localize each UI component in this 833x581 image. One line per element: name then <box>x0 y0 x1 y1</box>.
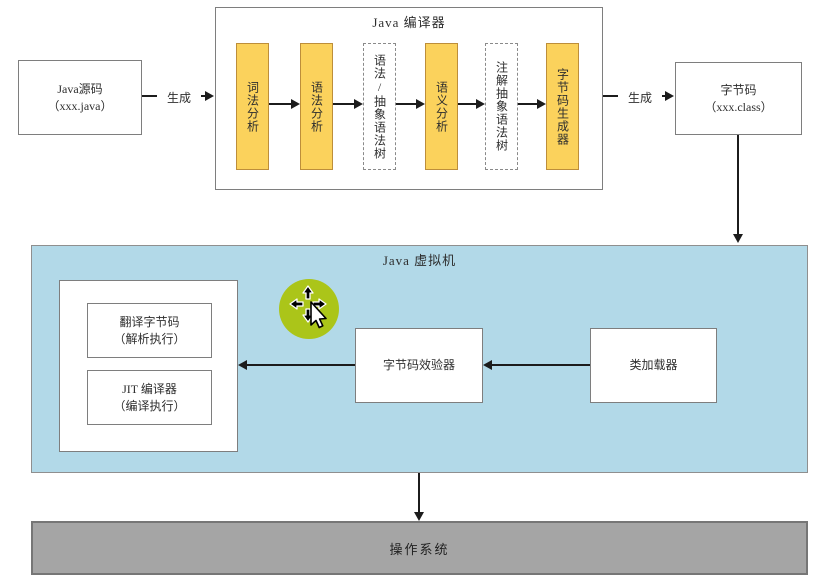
arrow-head-down-icon <box>414 512 424 521</box>
arrow-head-left-icon <box>238 360 247 370</box>
arrow-head-right-icon <box>354 99 363 109</box>
stage-lexical-analysis: 词法分析 <box>236 43 269 170</box>
operating-system-label: 操作系统 <box>389 541 450 557</box>
arrow-head-right-icon <box>205 91 214 101</box>
interpreter-box: 翻译字节码 （解析执行） <box>87 303 212 358</box>
arrow-line <box>333 103 354 105</box>
stage-abstract-syntax-tree: 语法/抽象语法树 <box>363 43 396 170</box>
arrow-line <box>492 364 590 366</box>
stage-syntax-analysis: 语法分析 <box>300 43 333 170</box>
java-compiler-title: Java 编译器 <box>372 15 446 30</box>
jit-compiler-box: JIT 编译器 （编译执行） <box>87 370 212 425</box>
arrow-line <box>247 364 355 366</box>
arrow-head-left-icon <box>483 360 492 370</box>
arrow-line <box>396 103 416 105</box>
stage-bytecode-generator: 字节码生成器 <box>546 43 579 170</box>
arrow-head-down-icon <box>733 234 743 243</box>
arrow-head-right-icon <box>416 99 425 109</box>
arrow-head-right-icon <box>537 99 546 109</box>
arrow-line <box>418 473 420 513</box>
arrow-head-right-icon <box>291 99 300 109</box>
stage-annotated-ast: 注解抽象语法树 <box>485 43 518 170</box>
java-compiler-frame <box>215 7 603 190</box>
arrow-line <box>458 103 476 105</box>
class-loader-box: 类加载器 <box>590 328 717 403</box>
interpreter-line2: （解析执行） <box>113 331 186 346</box>
arrow-line <box>518 103 537 105</box>
bytecode-verifier-box: 字节码效验器 <box>355 328 483 403</box>
arrow-head-right-icon <box>665 91 674 101</box>
move-cursor-icon <box>279 279 339 339</box>
arrow-line <box>269 103 291 105</box>
jvm-title: Java 虚拟机 <box>382 253 457 268</box>
move-cursor-highlight <box>278 278 340 340</box>
flow-label-right: 生成 <box>618 89 662 106</box>
operating-system-bar: 操作系统 <box>31 521 808 575</box>
bytecode-box: 字节码 （xxx.class） <box>675 62 802 135</box>
java-source-line2: （xxx.java） <box>47 98 113 113</box>
interpreter-line1: 翻译字节码 <box>119 315 180 330</box>
jit-line1: JIT 编译器 <box>122 382 177 397</box>
arrow-head-right-icon <box>476 99 485 109</box>
java-source-line1: Java源码 <box>57 82 103 97</box>
jit-line2: （编译执行） <box>113 398 186 413</box>
bytecode-line2: （xxx.class） <box>704 99 773 114</box>
bytecode-verifier-label: 字节码效验器 <box>382 358 455 373</box>
class-loader-label: 类加载器 <box>629 358 678 373</box>
flow-label-left: 生成 <box>157 89 201 106</box>
arrow-line <box>737 135 739 235</box>
bytecode-line1: 字节码 <box>720 83 757 98</box>
stage-semantic-analysis: 语义分析 <box>425 43 458 170</box>
java-source-box: Java源码 （xxx.java） <box>18 60 142 135</box>
